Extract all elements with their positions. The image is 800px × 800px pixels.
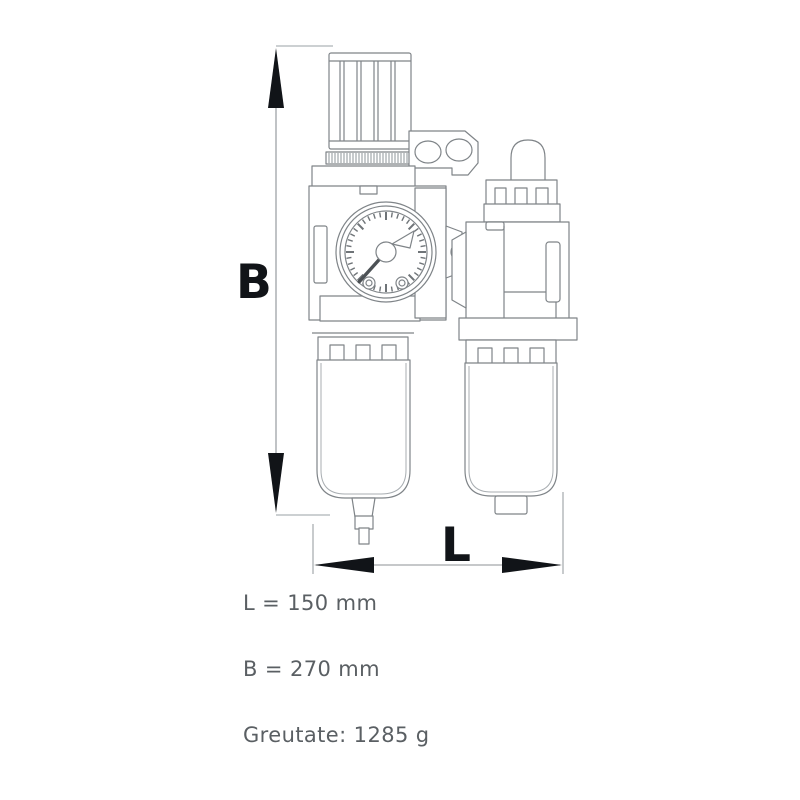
specification-list: L = 150 mm B = 270 mm Greutate: 1285 g [243, 588, 703, 786]
adjustment-knob [328, 52, 412, 150]
arrowhead-top [268, 48, 284, 108]
lubricator-bowl-collar [458, 317, 578, 341]
lubricator-unit [451, 139, 578, 515]
lubricator-body [451, 221, 570, 321]
sight-glass [545, 241, 561, 303]
filter-regulator-unit [308, 52, 479, 545]
knurled-lock-ring [325, 151, 417, 165]
dimension-label-height: B [236, 255, 272, 310]
filter-bowl [316, 359, 411, 499]
spec-weight: Greutate: 1285 g [243, 723, 430, 747]
lubricator-drain-plug [494, 495, 528, 515]
arrowhead-left [314, 557, 374, 573]
spec-length: L = 150 mm [243, 591, 378, 615]
lubricator-dome-cap [510, 139, 546, 183]
spec-height: B = 270 mm [243, 657, 381, 681]
arrowhead-bottom [268, 453, 284, 513]
lubricator-bowl [464, 362, 558, 497]
dimension-label-width: L [441, 518, 471, 573]
arrowhead-right [502, 557, 562, 573]
pressure-gauge [335, 201, 437, 303]
lubricator-collar [483, 179, 561, 223]
drain-valve [351, 497, 376, 545]
mounting-bracket [408, 130, 479, 176]
dimension-arrowheads [268, 48, 562, 573]
